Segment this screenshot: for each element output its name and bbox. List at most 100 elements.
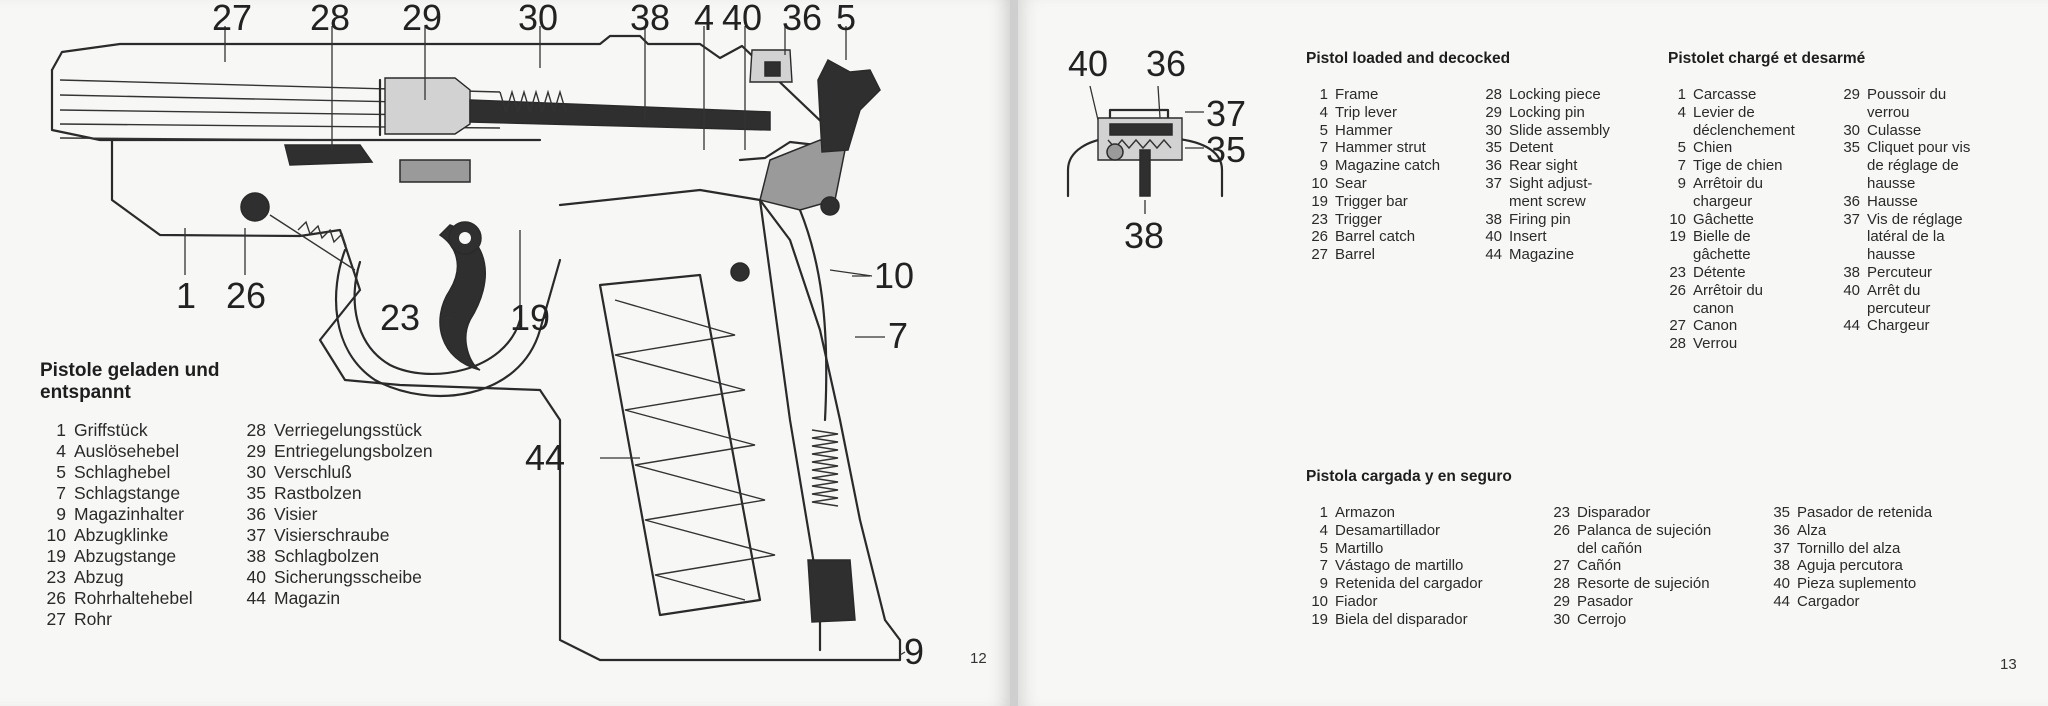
- part-label: Verrou: [1693, 335, 1738, 353]
- part-label: Visierschraube: [274, 525, 390, 545]
- part-label: Tornillo del alza: [1797, 539, 1901, 557]
- part-number: 30: [1553, 610, 1570, 628]
- part-row: 7 Hammer strut: [1306, 139, 1440, 157]
- part-label: Cargador: [1797, 592, 1860, 610]
- part-number: 23: [46, 567, 66, 587]
- part-number: 10: [1669, 210, 1686, 228]
- part-number: 10: [1311, 174, 1328, 192]
- part-number: 9: [1677, 174, 1686, 192]
- callout-38: 38: [630, 0, 671, 38]
- part-number: 44: [246, 588, 266, 608]
- part-number: 44: [1773, 592, 1790, 610]
- part-number: 35: [1485, 139, 1502, 157]
- part-label: Vis de réglage latéral de la hausse: [1867, 210, 1963, 264]
- part-number: 38: [1843, 263, 1860, 281]
- part-label: Visier: [274, 504, 318, 524]
- part-number: 37: [1773, 539, 1790, 557]
- part-number: 27: [1311, 246, 1328, 264]
- callout-1: 1: [176, 275, 197, 316]
- part-number: 28: [1553, 575, 1570, 593]
- part-number: 28: [246, 420, 266, 440]
- inset-callout-40: 40: [1068, 43, 1109, 84]
- part-number: 1: [1677, 86, 1686, 103]
- spanish-title: Pistola cargada y en seguro: [1306, 468, 1512, 485]
- part-label: Pasador de retenida: [1797, 504, 1933, 521]
- french-title: Pistolet chargé et desarmé: [1668, 50, 1866, 67]
- part-number: 5: [1319, 539, 1328, 557]
- part-label: Sear: [1335, 174, 1367, 192]
- part-number: 10: [1311, 592, 1328, 610]
- part-label: Sight adjust- ment screw: [1509, 174, 1593, 210]
- callout-27: 27: [212, 0, 253, 38]
- part-label: Palanca de sujeción del cañón: [1577, 521, 1712, 557]
- part-row: 28 Verrou: [1664, 335, 1795, 353]
- callout-44: 44: [525, 437, 566, 478]
- part-label: Magazin: [274, 588, 341, 608]
- part-label: Frame: [1335, 86, 1379, 103]
- part-label: Arrêt du percuteur: [1867, 281, 1931, 317]
- part-label: Carcasse: [1693, 86, 1757, 103]
- part-number: 7: [1319, 139, 1328, 157]
- part-number: 38: [1485, 210, 1502, 228]
- part-number: 10: [46, 525, 66, 545]
- part-label: Arrêtoir du chargeur: [1693, 174, 1764, 210]
- part-row: 1 Carcasse: [1664, 86, 1795, 104]
- part-number: 5: [56, 462, 66, 482]
- part-number: 38: [1773, 557, 1790, 575]
- part-number: 26: [1311, 228, 1328, 246]
- part-number: 4: [1319, 103, 1328, 121]
- part-label: Auslösehebel: [74, 441, 180, 461]
- part-label: Abzugklinke: [74, 525, 169, 545]
- part-number: 36: [1773, 521, 1790, 539]
- inset-callout-37: 37: [1206, 93, 1247, 134]
- part-number: 23: [1553, 504, 1570, 521]
- part-number: 40: [1773, 575, 1790, 593]
- part-label: Hammer strut: [1335, 139, 1426, 157]
- part-label: Fiador: [1335, 592, 1378, 610]
- english-title: Pistol loaded and decocked: [1306, 50, 1511, 67]
- callout-9: 9: [904, 631, 925, 672]
- part-number: 29: [1843, 86, 1860, 103]
- part-number: 28: [1669, 335, 1686, 353]
- part-label: Bielle de gâchette: [1693, 228, 1751, 264]
- part-number: 36: [1485, 157, 1502, 175]
- part-number: 7: [1319, 557, 1328, 575]
- part-label: Disparador: [1577, 504, 1651, 521]
- part-label: Chien: [1693, 139, 1733, 157]
- callout-10: 10: [874, 255, 915, 296]
- part-label: Aguja percutora: [1797, 557, 1903, 575]
- part-label: Chargeur: [1867, 317, 1930, 335]
- part-number: 35: [246, 483, 266, 503]
- part-number: 1: [1319, 504, 1328, 521]
